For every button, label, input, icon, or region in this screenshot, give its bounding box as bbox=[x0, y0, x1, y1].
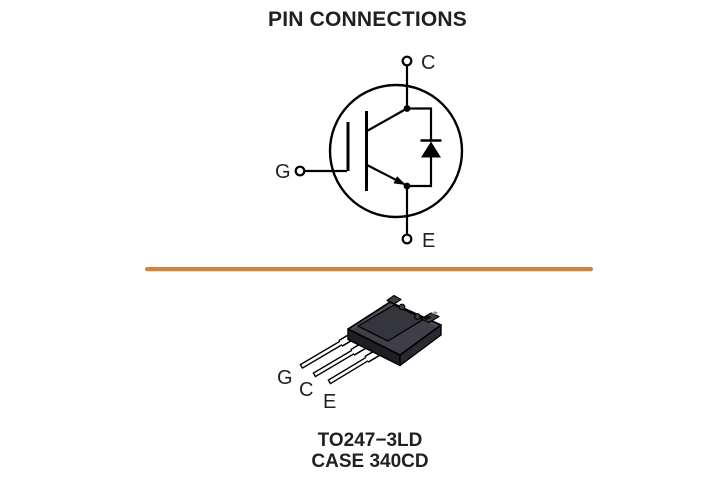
emitter-lead bbox=[329, 351, 379, 383]
package-emitter-label: E bbox=[323, 391, 336, 413]
diode-icon bbox=[421, 141, 441, 158]
figure-title: PIN CONNECTIONS bbox=[267, 8, 467, 31]
package-hole-top bbox=[398, 303, 406, 311]
package-name: TO247−3LD bbox=[317, 430, 423, 451]
gate-lead bbox=[301, 335, 353, 368]
package-drawing bbox=[299, 294, 442, 385]
schematic-emitter-label: E bbox=[422, 230, 435, 252]
schematic-gate-label: G bbox=[275, 161, 291, 183]
diode-branch-top bbox=[407, 107, 433, 140]
emitter-arrowhead-icon bbox=[393, 176, 406, 185]
symbol-enclosure-circle bbox=[328, 83, 464, 219]
package-case: CASE 340CD bbox=[311, 450, 429, 472]
emitter-terminal-icon bbox=[401, 233, 413, 245]
diode-branch-bottom bbox=[407, 157, 433, 188]
collector-terminal-icon bbox=[401, 55, 413, 67]
package-hole-right bbox=[414, 313, 421, 320]
collector-diagonal bbox=[366, 108, 407, 132]
schematic-collector-label: C bbox=[421, 52, 435, 74]
section-divider-rule bbox=[145, 267, 593, 272]
package-notch-slot bbox=[423, 315, 432, 321]
package-leads bbox=[299, 333, 381, 385]
package-notch-highlight bbox=[431, 311, 439, 315]
package-collector-label: C bbox=[299, 379, 313, 401]
collector-lead bbox=[314, 344, 365, 376]
package-gate-label: G bbox=[277, 367, 293, 389]
gate-terminal-icon bbox=[294, 165, 306, 177]
package-caption: TO247−3LD CASE 340CD bbox=[270, 430, 470, 472]
igbt-schematic-symbol bbox=[294, 55, 464, 245]
